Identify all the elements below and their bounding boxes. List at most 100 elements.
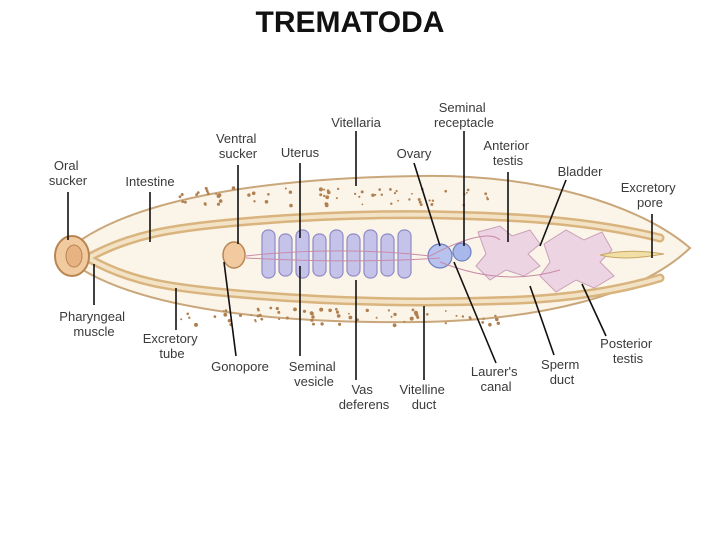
vitellaria-granule [428, 199, 431, 202]
vitellaria-granule [195, 193, 199, 197]
vitellaria-granule [466, 188, 470, 192]
vitellaria-granule [239, 314, 242, 317]
anterior-testis-shape [475, 225, 541, 281]
vitellaria-granule [319, 193, 323, 197]
label-oral-sucker: Oral sucker [49, 158, 88, 188]
label-bladder: Bladder [558, 164, 603, 179]
ovary-shape [427, 243, 453, 269]
vitellaria-granule [444, 322, 447, 325]
vitellaria-granule [444, 310, 447, 312]
vitellaria-granule [461, 315, 465, 318]
vitellaria-granule [375, 316, 378, 319]
vitellaria-granule [319, 307, 324, 312]
vitellaria-granule [336, 187, 340, 191]
vitellaria-granule [311, 315, 315, 319]
vitellaria-granule [486, 197, 490, 201]
vitellaria-granule [392, 323, 397, 328]
vitellaria-granule [289, 203, 293, 208]
vitellaria-granule [426, 313, 429, 316]
vitellaria-granule [310, 311, 314, 316]
vitellaria-granule [356, 318, 359, 322]
leader-posterior-testis [581, 283, 607, 337]
vitellaria-granule [184, 200, 187, 204]
vitellaria-granule [285, 316, 289, 320]
vitellaria-granule [403, 320, 406, 323]
vitellaria-granule [488, 322, 492, 327]
vitellaria-granule [217, 193, 222, 197]
vitellaria-granule [275, 306, 279, 311]
vitellaria-granule [310, 318, 314, 322]
leader-sperm-duct [529, 285, 555, 356]
label-excretory-pore: Excretory pore [621, 180, 680, 210]
vitellaria-granule [361, 203, 364, 206]
uterus-coil [363, 229, 378, 279]
leader-laurers-canal [453, 261, 497, 364]
label-uterus: Uterus [281, 145, 320, 160]
vitellaria-granule [186, 312, 189, 316]
vitellaria-granule [335, 310, 340, 314]
vitellaria-granule [318, 187, 323, 192]
vitellaria-granule [431, 199, 435, 202]
vitellaria-granule [360, 190, 364, 194]
vitellaria-granule [393, 192, 397, 195]
vitellaria-granule [260, 317, 264, 321]
leader-gonopore [223, 261, 237, 357]
vitellaria-granule [178, 195, 182, 199]
label-vas-deferens: Vas deferens [339, 382, 390, 412]
vitellaria-granule [267, 193, 270, 196]
vitellaria-granule [254, 320, 257, 323]
vitellaria-granule [409, 316, 414, 321]
vitellaria-granule [419, 203, 423, 207]
intestine-upper-inner [86, 212, 662, 260]
oral-sucker-inner [65, 244, 83, 268]
intestine-lower-inner [86, 256, 662, 304]
vitellaria-granule [213, 315, 217, 318]
vitellaria-granule [365, 308, 369, 313]
posterior-testis-shape [539, 229, 615, 293]
vitellaria-granule [337, 314, 341, 318]
vitellaria-granule [180, 318, 183, 321]
vitellaria-granule [323, 188, 326, 191]
vitellaria-granule [253, 200, 256, 203]
label-gonopore: Gonopore [211, 359, 269, 374]
vitellaria-granule [358, 195, 361, 198]
vitellaria-granule [204, 203, 207, 206]
vitellaria-granule [408, 198, 411, 201]
vitellaria-granule [231, 186, 236, 190]
leader-ovary [413, 162, 441, 247]
seminal-receptacle-shape [452, 242, 472, 262]
vitellaria-granule [482, 317, 485, 320]
vitellaria-granule [335, 197, 338, 200]
label-sperm-duct: Sperm duct [541, 357, 583, 387]
vitellaria-granule [269, 306, 273, 310]
vitellaria-granule [380, 193, 383, 196]
vitellaria-granule [335, 307, 338, 311]
vitellaria-granule [374, 193, 377, 196]
uterus-coil [329, 229, 344, 279]
vitellaria-granule [393, 312, 397, 317]
label-seminal-vesicle: Seminal vesicle [289, 359, 340, 389]
vitellaria-granule [416, 316, 420, 319]
vitellaria-granule [250, 314, 253, 316]
vitellaria-granule [312, 322, 315, 326]
vitellaria-granule [390, 202, 393, 205]
vitellaria-granule [302, 309, 307, 313]
vitellaria-granule [495, 318, 499, 321]
leader-bladder [539, 179, 567, 247]
vitellaria-granule [387, 309, 390, 312]
label-posterior-testis: Posterior testis [600, 336, 656, 366]
vitellaria-granule [395, 189, 398, 193]
vitellaria-granule [354, 192, 357, 195]
vitellaria-granule [293, 307, 297, 312]
vitellaria-granule [326, 202, 329, 205]
vitellaria-granule [277, 310, 281, 314]
vitellaria-granule [196, 191, 200, 195]
vitellaria-granules [178, 186, 500, 328]
label-anterior-testis: Anterior testis [483, 138, 532, 168]
uterus-coil [312, 233, 327, 277]
uterus-coil [346, 233, 361, 277]
leader-lines [67, 131, 653, 380]
vitellaria-granule [371, 193, 375, 197]
